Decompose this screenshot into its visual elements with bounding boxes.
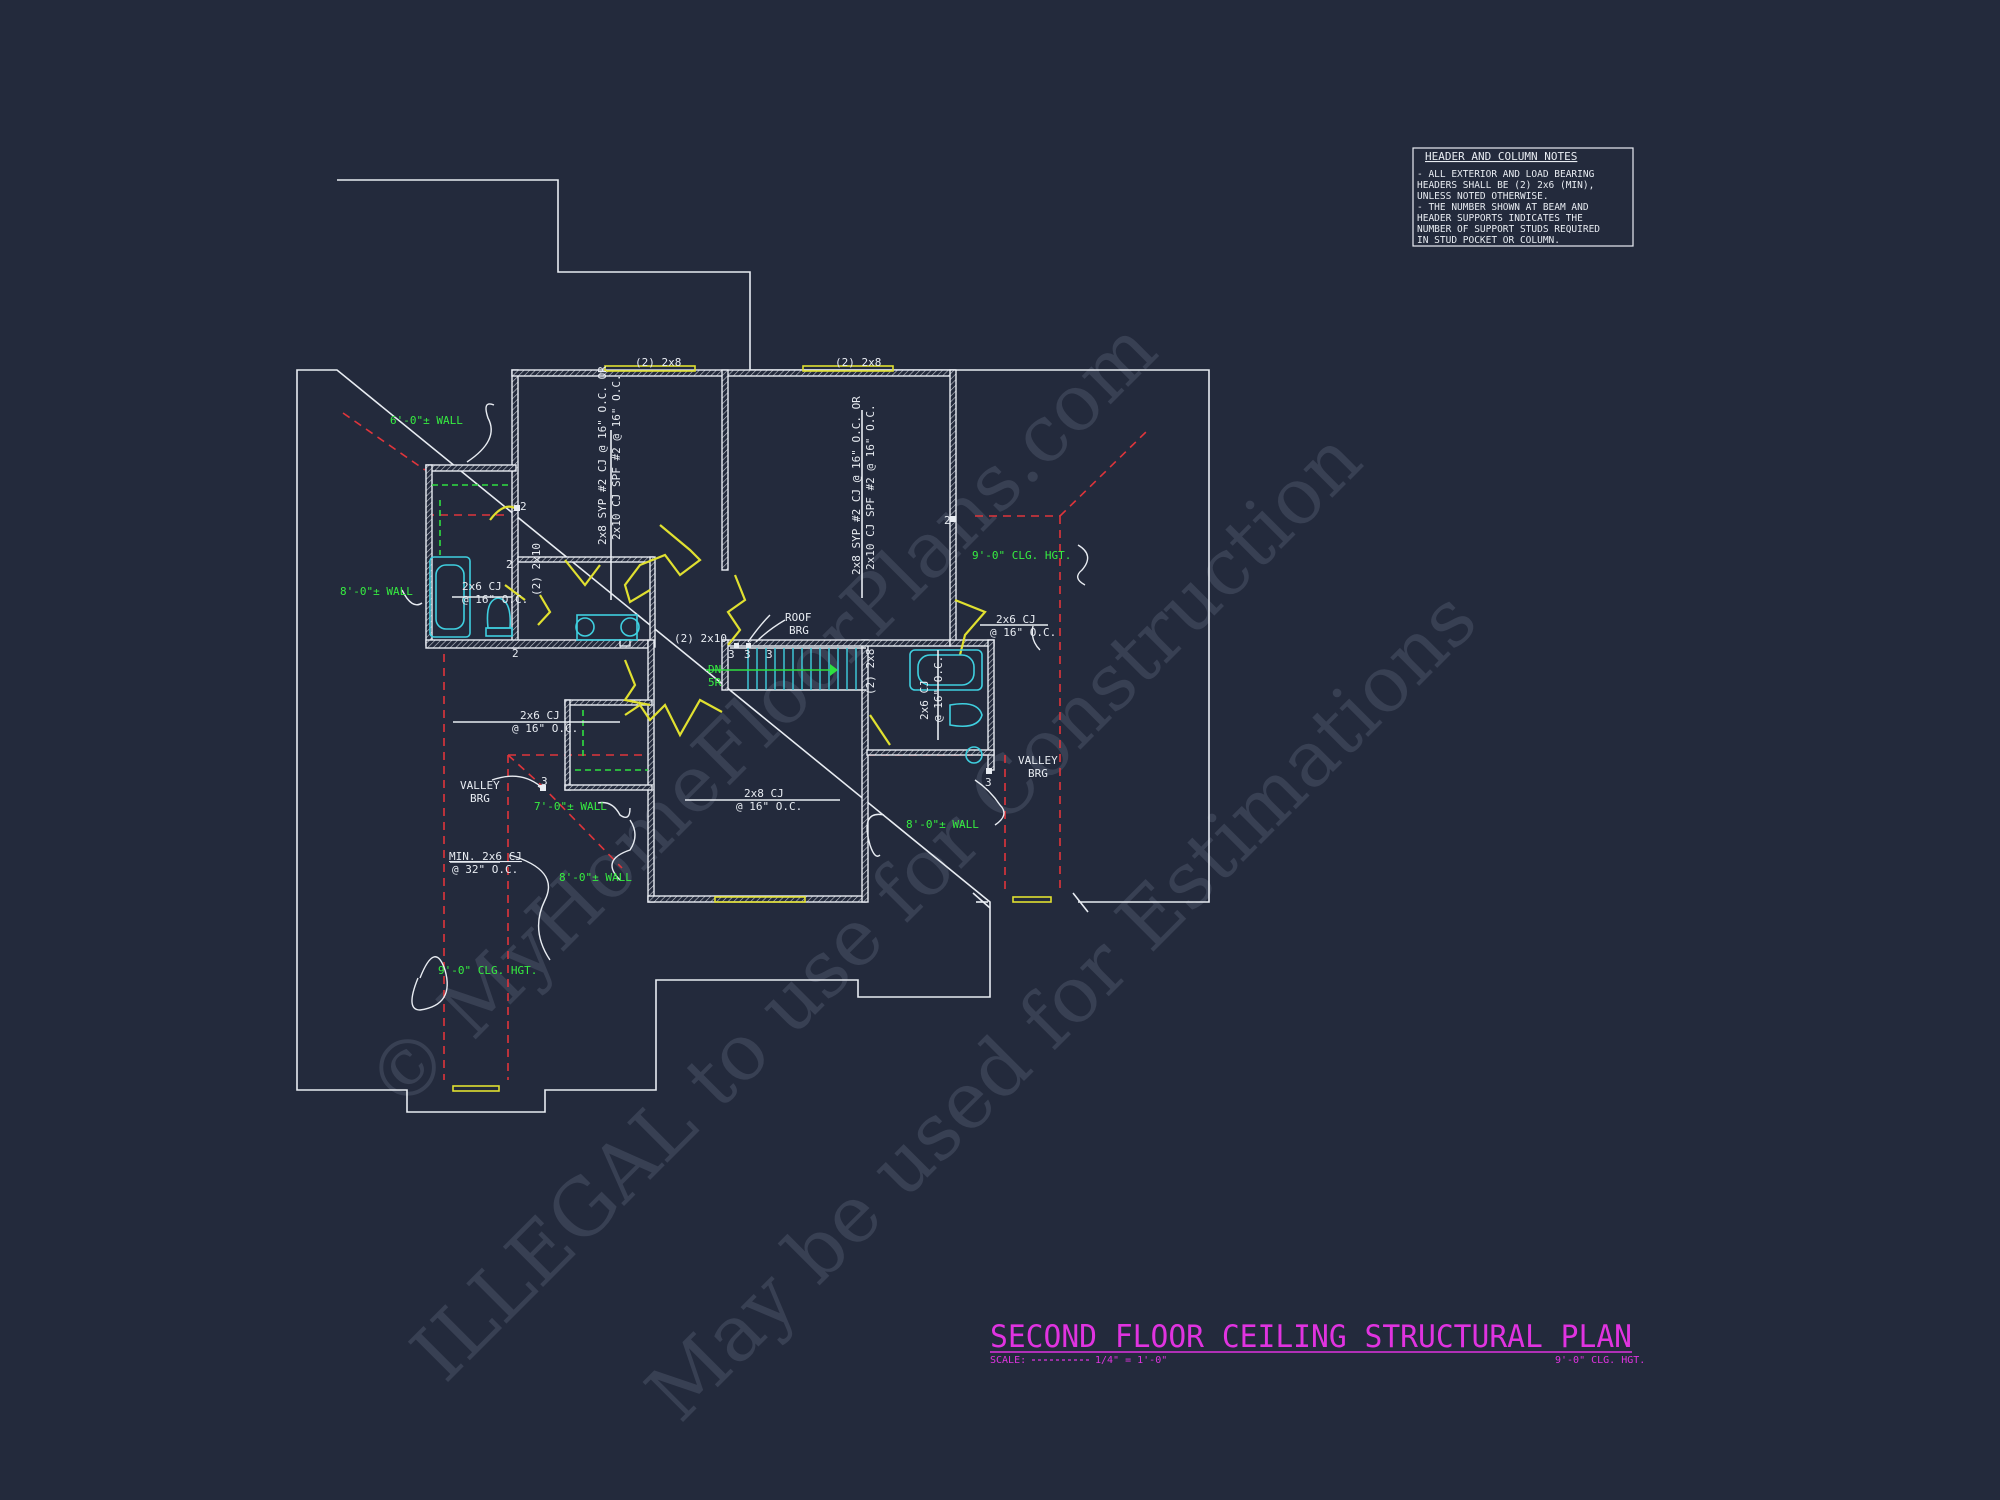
doors [489, 505, 987, 746]
stair [706, 647, 866, 691]
label-cj-bath-a: 2x6 CJ [462, 580, 502, 593]
roof-outline [296, 179, 1210, 1113]
label-dn: DN [708, 663, 721, 676]
label-cj-bath-b: @ 16" O.C. [462, 593, 528, 606]
label-wall-7ft: 7'-0"± WALL [534, 800, 607, 813]
stud-count: 2 [520, 500, 527, 513]
label-cj-right-a: 2x6 CJ [996, 613, 1036, 626]
label-joist-left-a: 2x8 SYP #2 CJ @ 16" O.C. OR [596, 366, 609, 545]
walls [425, 369, 995, 903]
stud-count: 3 [766, 648, 773, 661]
header-column-notes: HEADER AND COLUMN NOTES - ALL EXTERIOR A… [1412, 147, 1634, 247]
label-joist-left-b: 2x10 CJ SPF #2 @ 16" O.C. [610, 374, 623, 540]
label-cj-vert-a: 2x6 CJ [918, 680, 931, 720]
label-cj-center-b: @ 16" O.C. [736, 800, 802, 813]
label-valley-right-a: VALLEY [1018, 754, 1058, 767]
stud-count: 3 [541, 775, 548, 788]
headers [452, 365, 1052, 1092]
label-header-2x8-right: (2) 2x8 [835, 356, 881, 369]
stud-count: 3 [744, 648, 751, 661]
label-cj-min-a: MIN. 2x6 CJ [449, 850, 522, 863]
label-roof-brg-a: ROOF [785, 611, 812, 624]
title-block: SECOND FLOOR CEILING STRUCTURAL PLAN SCA… [990, 1319, 1645, 1366]
plan-labels: (2) 2x8 (2) 2x8 2x8 SYP #2 CJ @ 16" O.C.… [340, 356, 1071, 977]
label-wall-8ft-low: 8'-0"± WALL [559, 871, 632, 884]
label-wall-6ft: 6'-0"± WALL [390, 414, 463, 427]
label-header-2x10-vert: (2) 2x10 [530, 543, 543, 596]
label-wall-8ft-left: 8'-0"± WALL [340, 585, 413, 598]
label-joist-right-b: 2x10 CJ SPF #2 @ 16" O.C. [864, 404, 877, 570]
label-valley-right-b: BRG [1028, 767, 1048, 780]
label-joist-right-a: 2x8 SYP #2 CJ @ 16" O.C. OR [850, 396, 863, 575]
label-clg-9ft-left: 9'-0" CLG. HGT. [438, 964, 537, 977]
notes-line: HEADERS SHALL BE (2) 2x6 (MIN), [1417, 180, 1594, 191]
leader-lines [401, 403, 1089, 1011]
support-posts [514, 505, 992, 791]
label-cj-left-a: 2x6 CJ [520, 709, 560, 722]
label-header-2x10-horiz: (2) 2x10 [674, 632, 727, 645]
notes-line: HEADER SUPPORTS INDICATES THE [1417, 213, 1583, 224]
notes-line: UNLESS NOTED OTHERWISE. [1417, 191, 1549, 202]
label-wall-8ft-right: 8'-0"± WALL [906, 818, 979, 831]
low-walls [432, 484, 648, 771]
notes-line: - THE NUMBER SHOWN AT BEAM AND [1417, 202, 1589, 213]
notes-line: NUMBER OF SUPPORT STUDS REQUIRED [1417, 224, 1600, 235]
notes-line: - ALL EXTERIOR AND LOAD BEARING [1417, 169, 1595, 180]
stud-count: 3 [985, 776, 992, 789]
label-valley-left-b: BRG [470, 792, 490, 805]
label-header-2x8-left: (2) 2x8 [635, 356, 681, 369]
label-cj-min-b: @ 32" O.C. [452, 863, 518, 876]
scale-label: SCALE: [990, 1355, 1026, 1366]
stud-count: 2 [512, 647, 519, 660]
ceiling-height: 9'-0" CLG. HGT. [1555, 1355, 1645, 1366]
label-cj-right-b: @ 16" O.C. [990, 626, 1056, 639]
label-clg-9ft-right: 9'-0" CLG. HGT. [972, 549, 1071, 562]
stud-count: 2 [506, 558, 513, 571]
joist-arrows [450, 410, 1048, 863]
label-valley-left-a: VALLEY [460, 779, 500, 792]
drawing-title: SECOND FLOOR CEILING STRUCTURAL PLAN [990, 1319, 1632, 1355]
stud-count: 2 [944, 514, 951, 527]
notes-line: IN STUD POCKET OR COLUMN. [1417, 235, 1560, 246]
hip-valley-lines [342, 412, 1149, 1080]
label-cj-vert-b: @ 16" O.C. [932, 656, 945, 722]
notes-title: HEADER AND COLUMN NOTES [1425, 150, 1577, 163]
plumbing-fixtures [429, 556, 983, 764]
label-roof-brg-b: BRG [789, 624, 809, 637]
stud-count: 3 [728, 648, 735, 661]
scale-value: 1/4" = 1'-0" [1095, 1355, 1167, 1366]
label-cj-center-a: 2x8 CJ [744, 787, 784, 800]
label-cj-left-b: @ 16" O.C. [512, 722, 578, 735]
label-header-2x8-vert: (2) 2x8 [864, 649, 877, 695]
watermark: © MyHomeFloorPlans.com ILLEGAL to use fo… [350, 304, 1494, 1438]
label-dn-risers: 5R [708, 676, 722, 689]
